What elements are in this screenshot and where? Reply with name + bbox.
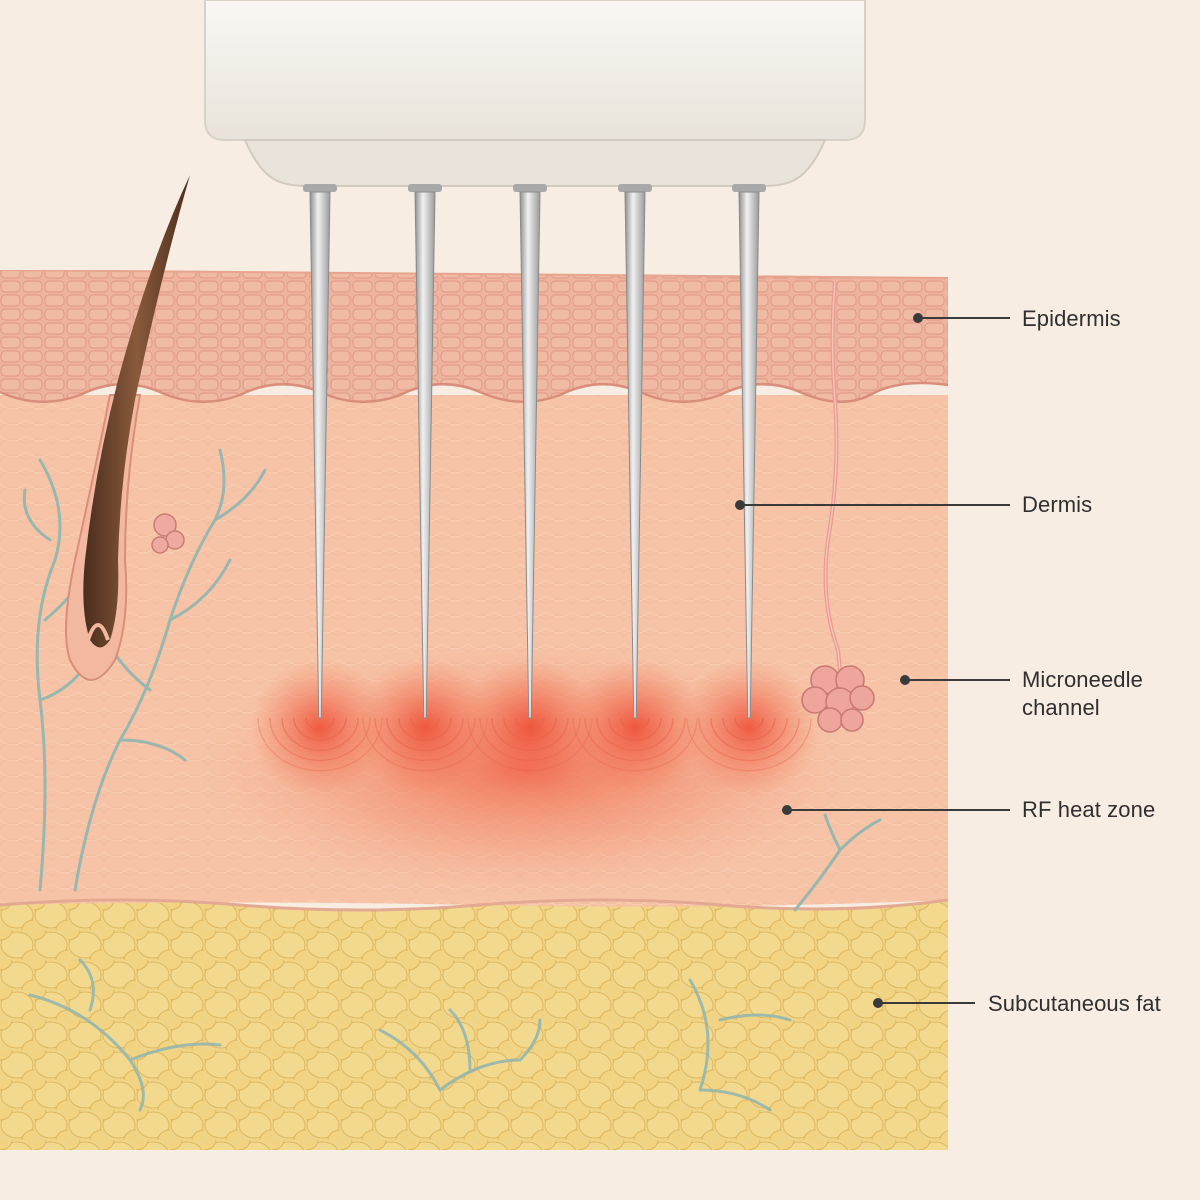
blood-vessels bbox=[22, 448, 882, 912]
fat-layer bbox=[0, 900, 948, 1150]
heat-spot bbox=[460, 658, 600, 798]
microneedle-array bbox=[303, 184, 766, 719]
epidermis-layer bbox=[0, 270, 948, 404]
microneedle bbox=[513, 184, 547, 719]
microneedle bbox=[408, 184, 442, 719]
microneedle bbox=[303, 184, 337, 719]
label-epidermis: Epidermis bbox=[1022, 306, 1121, 331]
device-head bbox=[204, 0, 866, 187]
hair-follicle bbox=[65, 175, 190, 681]
leader-lines bbox=[735, 313, 1010, 1008]
sweat-gland bbox=[801, 281, 875, 733]
label-dermis: Dermis bbox=[1022, 492, 1093, 517]
heat-spot bbox=[679, 658, 819, 798]
heat-spots bbox=[250, 658, 819, 798]
label-rf-heat-zone: RF heat zone bbox=[1022, 797, 1156, 822]
microneedle bbox=[732, 184, 766, 719]
label-microneedle-channel: Microneedle channel bbox=[1022, 667, 1143, 720]
label-subcutaneous-fat: Subcutaneous fat bbox=[988, 991, 1161, 1016]
rf-heat-zone-graphic bbox=[195, 640, 855, 900]
microneedle bbox=[618, 184, 652, 719]
